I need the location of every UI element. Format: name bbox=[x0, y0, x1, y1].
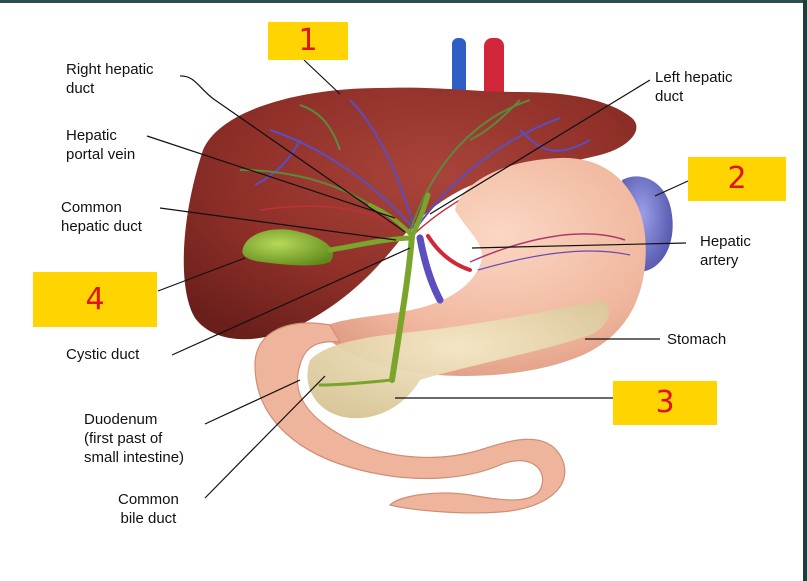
label-right-hepatic-duct: Right hepatic duct bbox=[66, 61, 154, 97]
top-border bbox=[0, 0, 807, 3]
label-common-bile-duct: Common bile duct bbox=[118, 491, 179, 527]
major-vessels bbox=[452, 38, 504, 100]
label-cystic-duct: Cystic duct bbox=[66, 346, 140, 363]
leader-lines bbox=[146, 59, 689, 499]
right-border bbox=[803, 0, 807, 581]
hepatic-vessel-network bbox=[239, 99, 591, 237]
marker-box-4: 4 bbox=[33, 272, 157, 327]
portal-vessels bbox=[416, 234, 472, 304]
label-left-hepatic-duct: Left hepatic duct bbox=[655, 69, 733, 105]
label-common-hepatic-duct: Common hepatic duct bbox=[61, 199, 142, 235]
marker-box-3: 3 bbox=[613, 381, 717, 425]
duodenum bbox=[254, 322, 566, 514]
marker-box-1: 1 bbox=[268, 22, 348, 60]
bile-ducts bbox=[318, 192, 431, 387]
label-hepatic-portal-vein: Hepatic portal vein bbox=[66, 127, 136, 163]
label-hepatic-artery: Hepatic artery bbox=[700, 233, 751, 269]
gallbladder bbox=[242, 229, 334, 266]
pancreas bbox=[307, 300, 610, 419]
label-duodenum: Duodenum (first past of small intestine) bbox=[84, 411, 185, 466]
marker-box-2: 2 bbox=[688, 157, 786, 201]
label-stomach: Stomach bbox=[667, 331, 727, 348]
